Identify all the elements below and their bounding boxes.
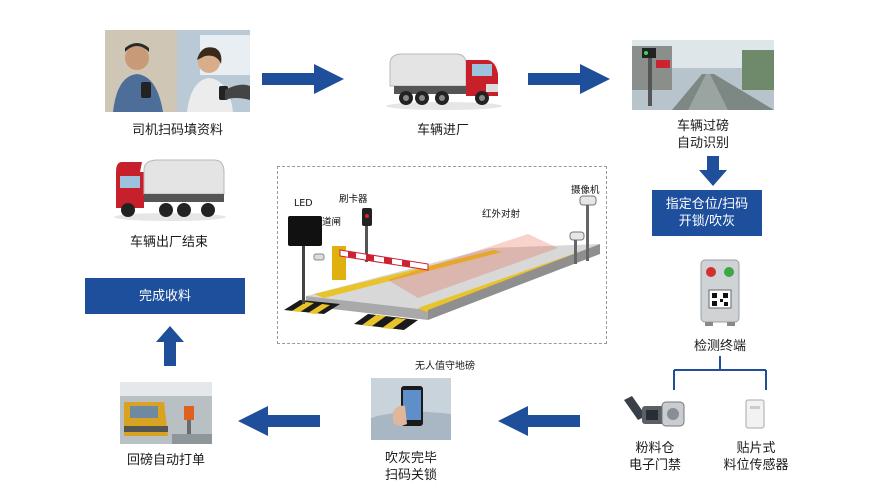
- truck-enter-photo: [382, 40, 504, 112]
- step-assign-box: 指定仓位/扫码 开锁/吹灰: [652, 190, 762, 236]
- scene-label-card-reader: 刷卡器: [339, 194, 368, 205]
- step-blow-done-line2: 扫码关锁: [384, 468, 437, 483]
- step-silo-gate-line2: 电子门禁: [628, 458, 681, 473]
- scene-caption: 无人值守地磅: [415, 361, 475, 372]
- step-return-weigh: 回磅自动打单: [126, 453, 205, 468]
- return-weigh-photo: [120, 382, 212, 444]
- unmanned-weighbridge-scene: [277, 166, 607, 344]
- step-silo-gate: 粉料仓 电子门禁: [618, 440, 692, 474]
- step-blow-done: 吹灰完毕 扫码关锁: [366, 450, 456, 484]
- step-assign-line1: 指定仓位/扫码: [665, 197, 749, 212]
- step-vehicle-weigh-line1: 车辆过磅: [676, 119, 729, 134]
- arrow-down-icon: [699, 156, 727, 186]
- phone-icon: [371, 378, 451, 440]
- arrow-left-icon: [498, 406, 580, 436]
- truck-icon: [382, 40, 504, 112]
- step-vehicle-enter: 车辆进厂: [416, 123, 469, 138]
- step-silo-gate-line1: 粉料仓: [635, 441, 675, 456]
- step-finish: 完成收料: [138, 288, 191, 304]
- weighbridge-road-photo: [632, 40, 774, 110]
- step-vehicle-weigh: 车辆过磅 自动识别: [632, 118, 774, 152]
- scene-label-led: LED: [294, 198, 313, 209]
- step-sensor: 贴片式 料位传感器: [716, 440, 796, 474]
- arrow-right-icon: [262, 64, 344, 94]
- terminal-photo: [697, 258, 743, 328]
- camera-icon: [569, 195, 597, 264]
- step-sensor-line2: 料位传感器: [723, 458, 789, 473]
- step-finish-box: 完成收料: [85, 278, 245, 314]
- terminal-device-icon: [700, 259, 740, 326]
- silo-gate-photo: [622, 392, 688, 432]
- step-terminal: 检测终端: [693, 339, 746, 354]
- step-vehicle-exit: 车辆出厂结束: [129, 235, 208, 250]
- step-driver-scan: 司机扫码填资料: [131, 123, 223, 138]
- driver-scan-photo: [105, 30, 250, 112]
- scene-label-infrared: 红外对射: [482, 209, 521, 220]
- arrow-right-icon: [528, 64, 610, 94]
- arrow-up-icon: [156, 326, 184, 366]
- terminal-connector: [673, 356, 767, 390]
- step-sensor-line1: 贴片式: [736, 441, 776, 456]
- phone-scan-photo: [371, 378, 451, 440]
- truck-exit-photo: [110, 150, 228, 222]
- level-sensor-photo: [744, 398, 766, 430]
- truck-icon: [110, 150, 228, 222]
- arrow-left-icon: [238, 406, 320, 436]
- step-vehicle-weigh-line2: 自动识别: [676, 136, 729, 151]
- scene-label-camera: 摄像机: [571, 185, 600, 196]
- step-blow-done-line1: 吹灰完毕: [384, 451, 437, 466]
- step-assign-line2: 开锁/吹灰: [678, 214, 736, 229]
- scene-label-barrier: 道闸: [322, 217, 342, 228]
- weighbridge-scene-illustration: [284, 195, 600, 330]
